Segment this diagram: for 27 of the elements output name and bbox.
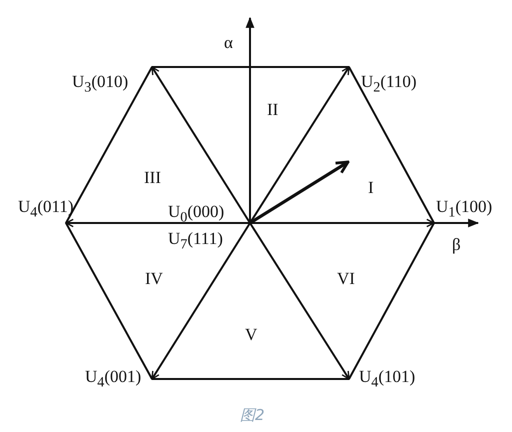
hexagon-side bbox=[152, 66, 349, 68]
vector-label: U$_{4}$(001) bbox=[85, 368, 142, 390]
vector-label: U$_{0}$(000) bbox=[168, 203, 224, 225]
vector-label: U$_{2}$(110) bbox=[361, 73, 417, 95]
axis-label: β bbox=[452, 236, 461, 253]
vector-label: U$_{7}$(111) bbox=[168, 230, 223, 252]
vector-arrow bbox=[65, 218, 250, 228]
vector-label: U$_{4}$(011) bbox=[18, 198, 74, 220]
hexagon-side bbox=[152, 378, 349, 380]
caption: 图2 bbox=[240, 408, 265, 423]
vector-label: U$_{4}$(101) bbox=[359, 368, 416, 390]
sector-label: VI bbox=[337, 270, 355, 287]
hexagon-side bbox=[65, 66, 153, 224]
vector-arrow bbox=[151, 222, 251, 380]
vector-label: U$_{3}$(010) bbox=[72, 73, 128, 95]
hexagon-side bbox=[348, 66, 435, 224]
vector-label: U$_{1}$(100) bbox=[436, 198, 492, 220]
sector-label: V bbox=[245, 326, 258, 343]
sector-label: I bbox=[368, 179, 374, 196]
axis-label: α bbox=[224, 34, 233, 51]
hexagon-side bbox=[65, 222, 153, 380]
vector-arrow bbox=[151, 66, 251, 224]
vector-arrow bbox=[249, 222, 350, 380]
hexagon-side bbox=[348, 222, 435, 380]
sector-label: IV bbox=[145, 270, 163, 287]
sector-label: II bbox=[267, 101, 278, 118]
sector-label: III bbox=[144, 169, 161, 186]
